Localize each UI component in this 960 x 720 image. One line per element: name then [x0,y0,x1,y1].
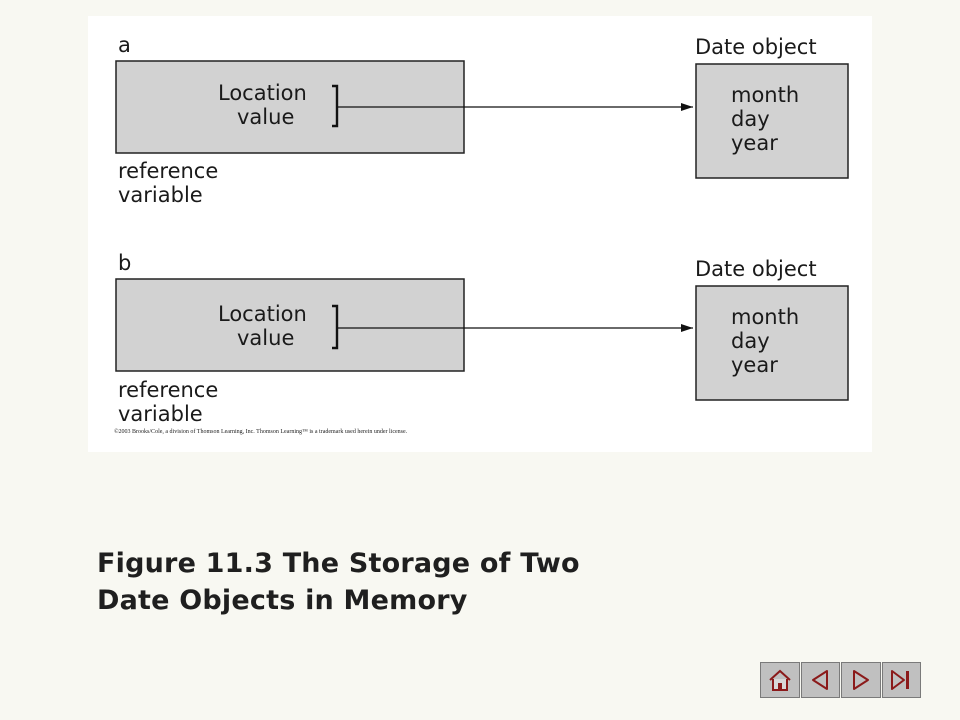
value-label-b: value [237,326,294,350]
figure-caption: Figure 11.3 The Storage of Two Date Obje… [97,545,797,619]
previous-button[interactable] [800,662,840,698]
slide-navigation [760,662,922,698]
field-month-a: month [731,83,799,107]
caption-line1: Figure 11.3 The Storage of Two [97,548,580,579]
date-object-box-b [695,285,849,401]
reference-caption-line1-b: reference [118,378,218,402]
field-year-b: year [731,353,778,377]
last-button[interactable] [881,662,921,698]
bracket-icon [332,304,339,350]
caption-line2: Date Objects in Memory [97,585,468,616]
reference-variable-box-b [115,278,465,372]
field-month-b: month [731,305,799,329]
reference-caption-line2-a: variable [118,183,203,207]
reference-block-b: b Location value reference variable Date… [115,251,849,426]
field-day-a: day [731,107,770,131]
reference-block-a: a Location value reference variable Date… [115,33,849,207]
field-year-a: year [731,131,778,155]
diagram-canvas: a Location value reference variable Date… [114,33,849,435]
home-icon [769,669,791,691]
next-icon [852,670,869,690]
reference-caption-line2-b: variable [118,402,203,426]
last-icon [891,670,910,690]
next-button[interactable] [841,662,881,698]
variable-name-b: b [118,251,131,275]
location-label-b: Location [218,302,307,326]
reference-caption-line1-a: reference [118,159,218,183]
copyright-notice: ©2003 Brooks/Cole, a division of Thomson… [114,428,408,435]
previous-icon [812,670,829,690]
field-day-b: day [731,329,770,353]
location-label-a: Location [218,81,307,105]
variable-name-a: a [118,33,131,57]
date-object-title-b: Date object [695,257,817,281]
date-object-box-a [695,63,849,179]
date-object-title-a: Date object [695,35,817,59]
bracket-icon [332,84,339,128]
value-label-a: value [237,105,294,129]
diagram-figure: a Location value reference variable Date… [88,16,872,452]
home-button[interactable] [760,662,800,698]
